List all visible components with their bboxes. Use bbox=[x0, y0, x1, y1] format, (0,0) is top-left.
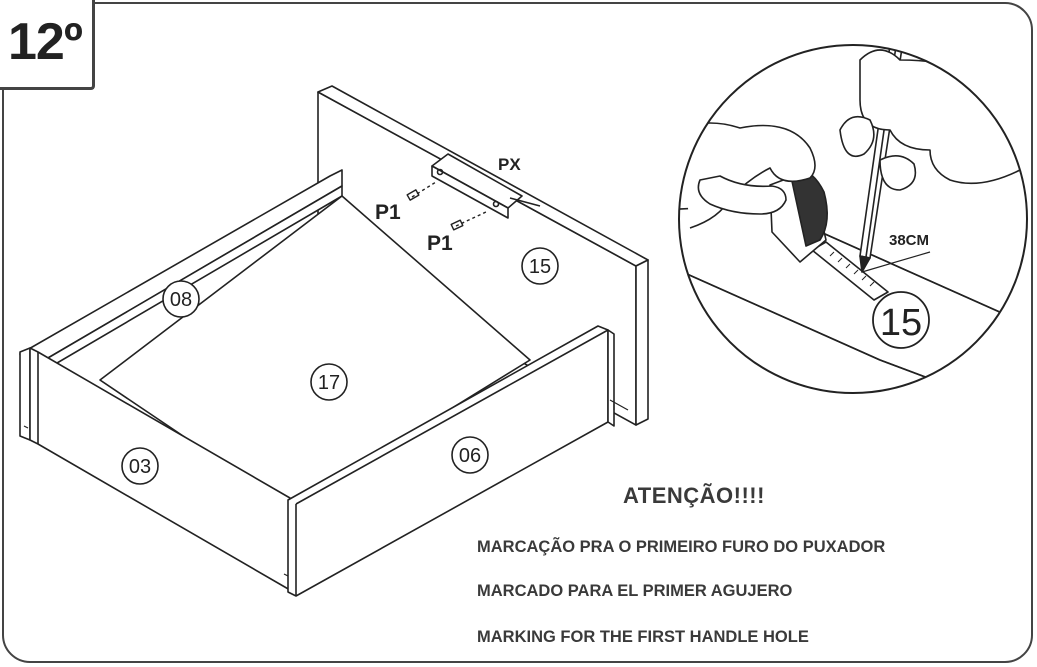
part-circle-03 bbox=[121, 447, 159, 485]
handle-px bbox=[431, 153, 541, 219]
right-hand bbox=[839, 49, 1021, 191]
part-label-08: 08 bbox=[170, 289, 192, 311]
notice-line-pt: MARCAÇÃO PRA O PRIMEIRO FURO DO PUXADOR bbox=[477, 538, 886, 556]
notice-line-en: MARKING FOR THE FIRST HANDLE HOLE bbox=[477, 628, 809, 646]
part-label-03: 03 bbox=[129, 456, 151, 478]
part-label-06: 06 bbox=[459, 445, 481, 467]
hinge-marks bbox=[23, 399, 629, 577]
step-badge: 12º bbox=[0, 0, 95, 90]
detail-inset: 15 38CM bbox=[678, 44, 1028, 394]
part-circle-17 bbox=[310, 363, 348, 401]
left-hand bbox=[679, 122, 816, 229]
step-number: 12º bbox=[8, 13, 83, 71]
part-circle-08 bbox=[162, 280, 200, 318]
screw-label-2: P1 bbox=[427, 232, 453, 255]
measure-leader bbox=[861, 251, 931, 273]
detail-part-label: 15 bbox=[880, 302, 922, 344]
handle-label: PX bbox=[498, 155, 521, 174]
screws bbox=[406, 181, 487, 231]
right-side-panel bbox=[287, 325, 615, 597]
notice-title: ATENÇÃO!!!! bbox=[623, 483, 765, 508]
part-label-15: 15 bbox=[529, 256, 551, 278]
part-circle-15 bbox=[521, 247, 559, 285]
part-label-17: 17 bbox=[318, 372, 340, 394]
notice-line-es: MARCADO PARA EL PRIMER AGUJERO bbox=[477, 582, 793, 600]
detail-part-circle bbox=[872, 291, 930, 349]
screw-label-1: P1 bbox=[375, 201, 401, 224]
part-circle-06 bbox=[451, 436, 489, 474]
measurement-label: 38CM bbox=[889, 232, 929, 249]
